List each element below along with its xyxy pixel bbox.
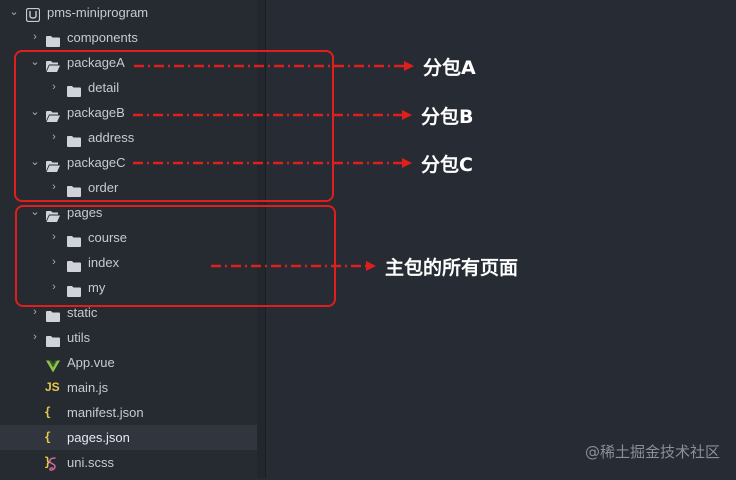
tree-item-label: packageB xyxy=(67,105,125,120)
tree-item-my[interactable]: › my xyxy=(0,275,257,300)
tree-item-index[interactable]: › index xyxy=(0,250,257,275)
tree-item-label: manifest.json xyxy=(67,405,144,420)
tree-item-label: main.js xyxy=(67,380,109,395)
chevron-down-icon[interactable]: ⌄ xyxy=(30,206,40,218)
chevron-right-icon[interactable]: › xyxy=(52,131,56,143)
chevron-right-icon[interactable]: › xyxy=(52,281,56,293)
js-icon: JS xyxy=(45,380,60,394)
tree-item-label: my xyxy=(88,280,106,295)
tree-item-label: address xyxy=(88,130,135,145)
panel-splitter[interactable] xyxy=(257,0,266,478)
chevron-right-icon[interactable]: › xyxy=(33,306,37,318)
tree-item-label: pages xyxy=(67,205,103,220)
tree-root[interactable]: ⌄ pms-miniprogram xyxy=(0,0,257,25)
folder-icon xyxy=(46,331,60,347)
tree-item-utils[interactable]: › utils xyxy=(0,325,257,350)
tree-item-components[interactable]: › components xyxy=(0,25,257,50)
annotation-main-pages: 主包的所有页面 xyxy=(385,257,519,279)
tree-item-pages[interactable]: ⌄ pages xyxy=(0,200,257,225)
tree-item-order[interactable]: › order xyxy=(0,175,257,200)
json-icon: { } xyxy=(44,430,52,469)
chevron-right-icon[interactable]: › xyxy=(52,256,56,268)
tree-item-label: uni.scss xyxy=(67,455,114,470)
chevron-right-icon[interactable]: › xyxy=(52,181,56,193)
tree-item-packageB[interactable]: ⌄ packageB xyxy=(0,100,257,125)
tree-item-main-js[interactable]: JS main.js xyxy=(0,375,257,400)
annotation-box-main-package xyxy=(15,205,336,307)
folder-icon xyxy=(46,31,60,47)
tree-item-course[interactable]: › course xyxy=(0,225,257,250)
file-explorer: ⌄ pms-miniprogram › components ⌄ package… xyxy=(0,0,257,478)
chevron-right-icon[interactable]: › xyxy=(33,31,37,43)
folder-icon xyxy=(46,306,60,322)
tree-item-address[interactable]: › address xyxy=(0,125,257,150)
panel-divider xyxy=(265,0,266,478)
tree-item-packageA[interactable]: ⌄ packageA xyxy=(0,50,257,75)
folder-open-icon xyxy=(46,206,60,222)
editor-area[interactable] xyxy=(266,0,736,478)
folder-icon xyxy=(67,281,81,297)
folder-open-icon xyxy=(46,106,60,122)
tree-item-label: pages.json xyxy=(67,430,130,445)
tree-item-label: detail xyxy=(88,80,120,95)
folder-icon xyxy=(67,231,81,247)
annotation-package-a: 分包A xyxy=(423,57,476,79)
vue-icon xyxy=(46,356,60,373)
folder-icon xyxy=(67,181,81,197)
tree-item-pages-json[interactable]: { } pages.json xyxy=(0,425,257,469)
tree-item-label: components xyxy=(67,30,138,45)
tree-item-label: packageA xyxy=(67,55,125,70)
annotation-box-subpackages xyxy=(14,50,334,202)
tree-item-label: packageC xyxy=(67,155,126,170)
tree-item-label: order xyxy=(88,180,119,195)
chevron-down-icon[interactable]: ⌄ xyxy=(30,106,40,118)
folder-icon xyxy=(67,256,81,272)
tree-item-packageC[interactable]: ⌄ packageC xyxy=(0,150,257,175)
folder-open-icon xyxy=(46,156,60,172)
scss-icon xyxy=(47,455,61,471)
annotation-package-c: 分包C xyxy=(421,154,473,176)
annotation-package-b: 分包B xyxy=(421,106,474,128)
tree-item-label: utils xyxy=(67,330,91,345)
chevron-down-icon[interactable]: ⌄ xyxy=(30,56,40,68)
tree-root-label: pms-miniprogram xyxy=(47,5,149,20)
folder-open-icon xyxy=(46,56,60,72)
tree-item-label: App.vue xyxy=(67,355,115,370)
project-icon xyxy=(25,5,41,23)
chevron-down-icon[interactable]: ⌄ xyxy=(9,6,19,18)
folder-icon xyxy=(67,131,81,147)
tree-item-detail[interactable]: › detail xyxy=(0,75,257,100)
tree-item-label: course xyxy=(88,230,128,245)
chevron-right-icon[interactable]: › xyxy=(52,81,56,93)
chevron-down-icon[interactable]: ⌄ xyxy=(30,156,40,168)
chevron-right-icon[interactable]: › xyxy=(33,331,37,343)
tree-item-label: static xyxy=(67,305,98,320)
tree-item-uni-scss[interactable]: uni.scss xyxy=(0,450,257,475)
tree-item-label: index xyxy=(88,255,120,270)
tree-item-app-vue[interactable]: App.vue xyxy=(0,350,257,375)
tree-item-static[interactable]: › static xyxy=(0,300,257,325)
watermark: @稀土掘金技术社区 xyxy=(584,443,720,461)
folder-icon xyxy=(67,81,81,97)
chevron-right-icon[interactable]: › xyxy=(52,231,56,243)
